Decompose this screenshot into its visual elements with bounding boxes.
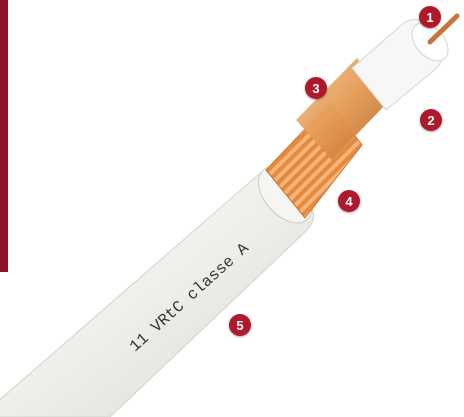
side-band xyxy=(0,0,8,272)
outer-jacket xyxy=(0,168,313,417)
marker-3: 3 xyxy=(305,77,327,99)
marker-4: 4 xyxy=(338,190,360,212)
marker-5: 5 xyxy=(229,314,251,336)
marker-1-label: 1 xyxy=(426,10,433,25)
marker-2: 2 xyxy=(420,109,442,131)
marker-5-label: 5 xyxy=(236,318,243,333)
marker-4-label: 4 xyxy=(345,194,352,209)
marker-2-label: 2 xyxy=(427,113,434,128)
marker-1: 1 xyxy=(419,6,441,28)
marker-3-label: 3 xyxy=(312,81,319,96)
